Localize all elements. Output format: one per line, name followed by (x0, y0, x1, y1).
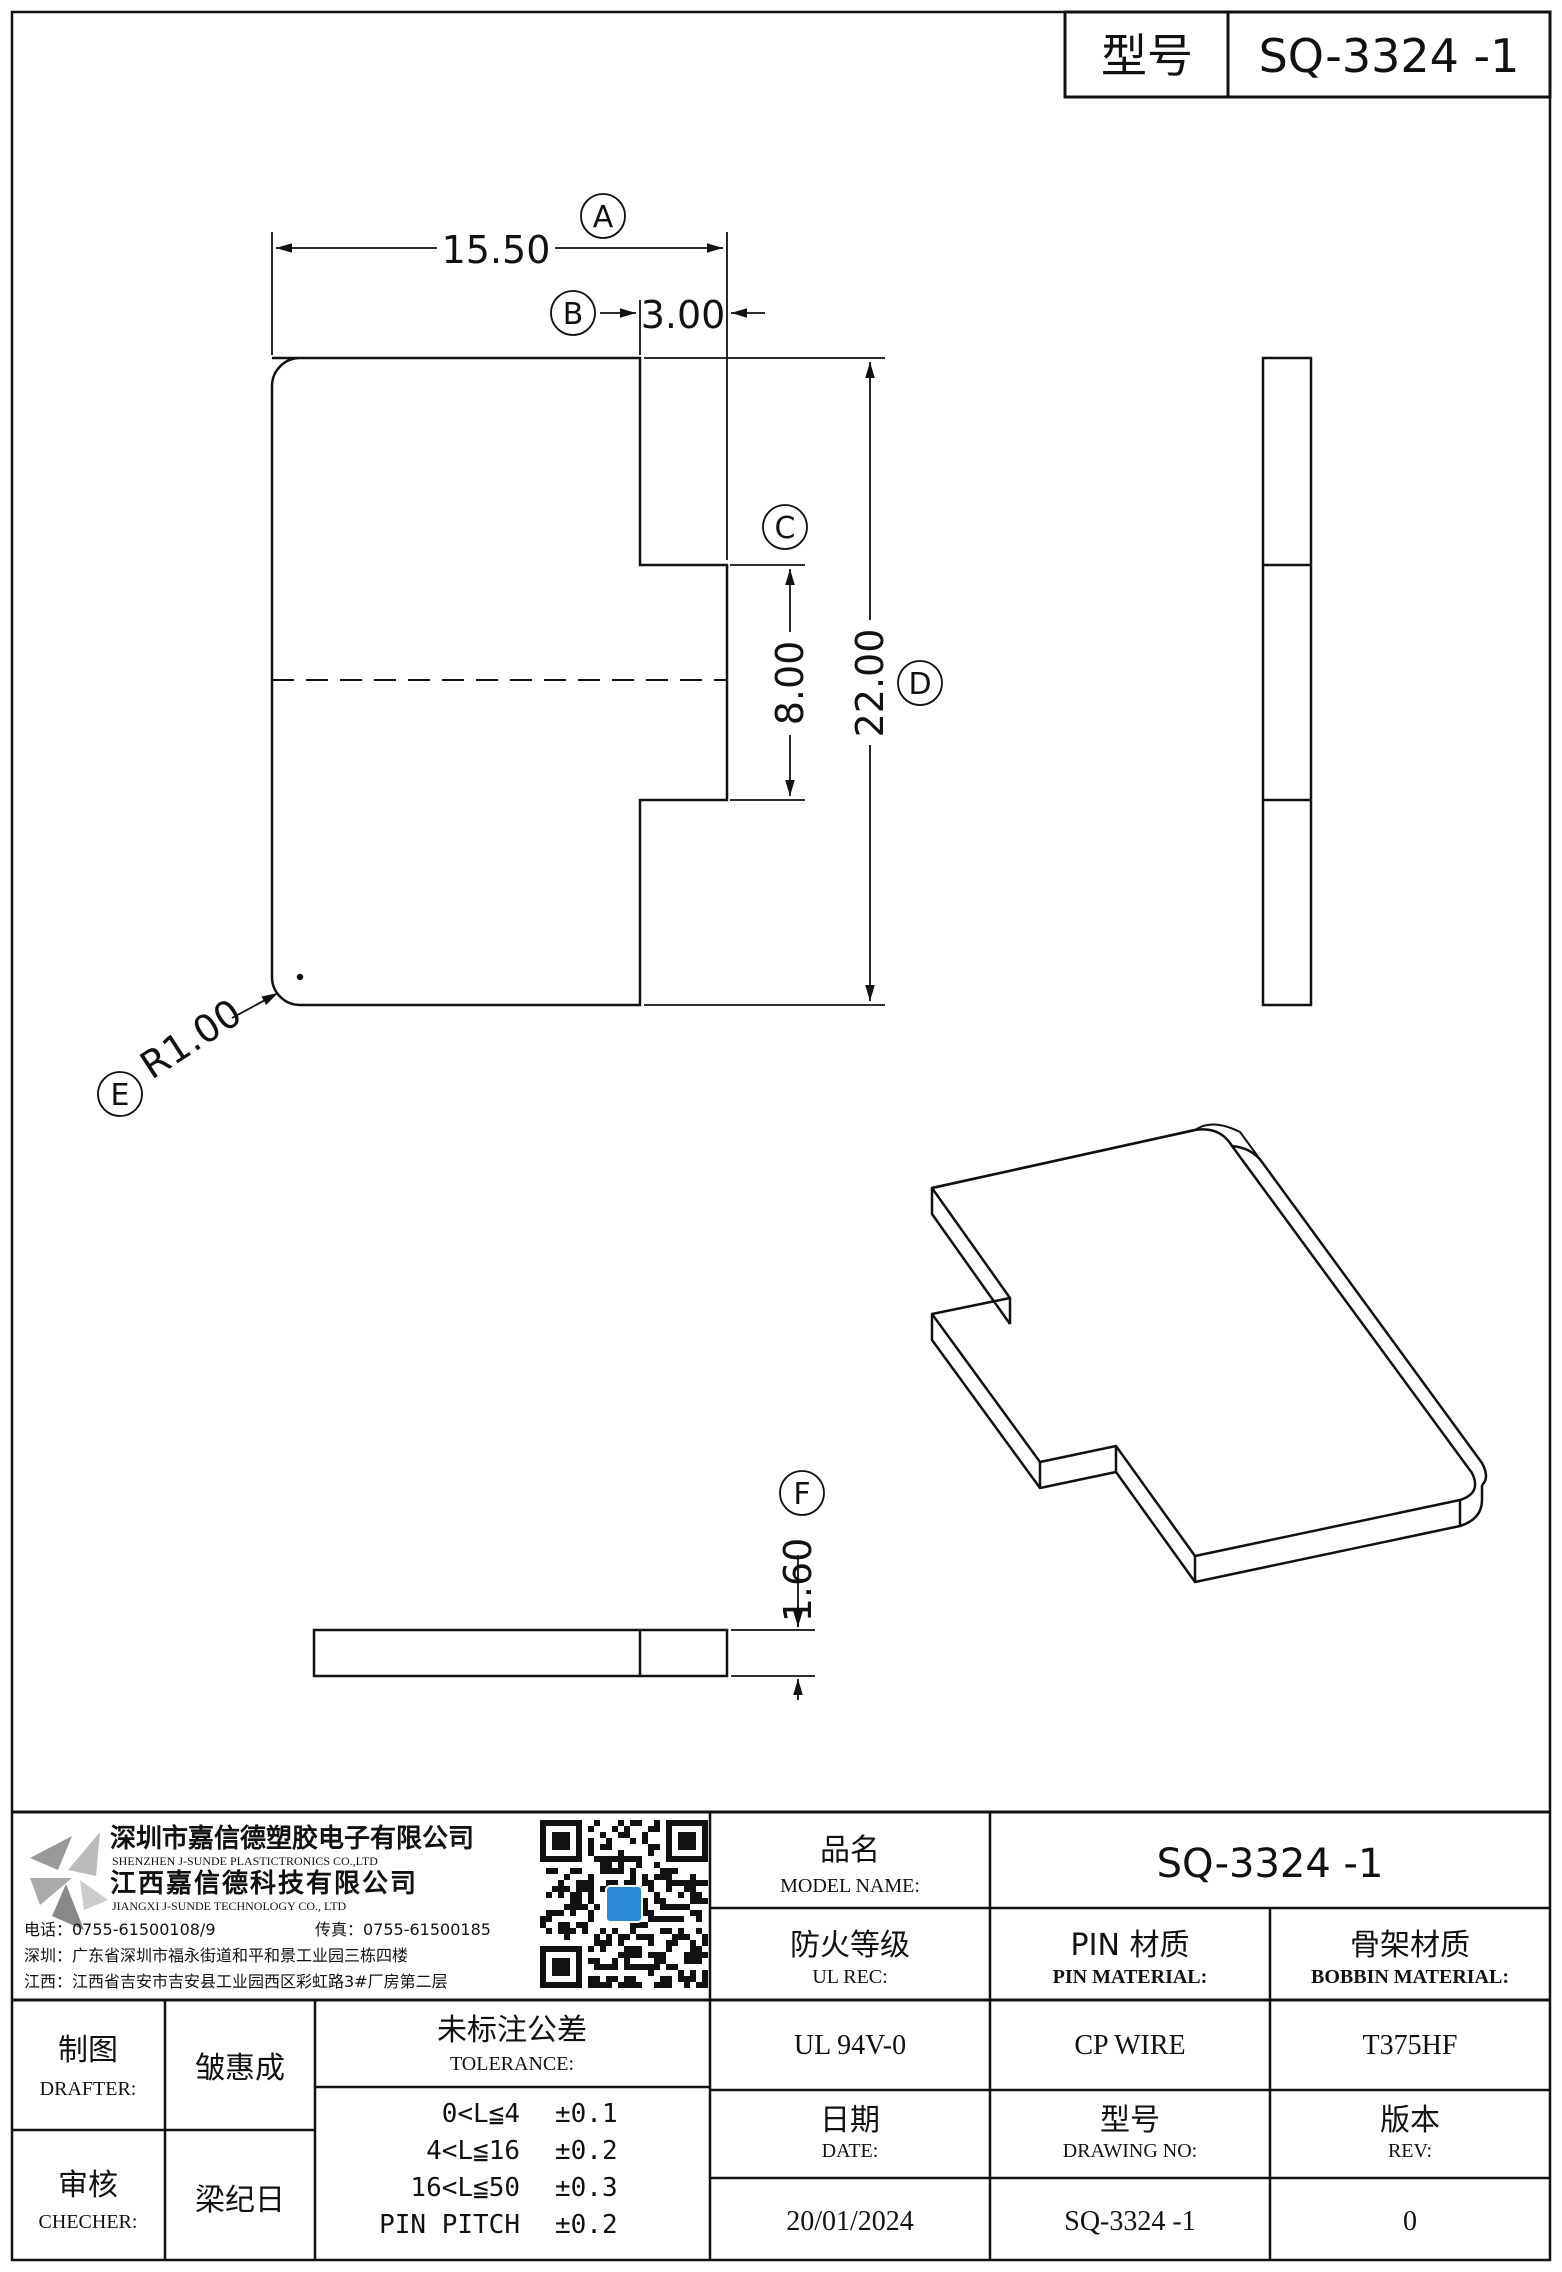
part-outline (270, 356, 729, 1007)
drafter-label-cn: 制图 (58, 2033, 118, 2068)
isometric-view (930, 1123, 1488, 1584)
dim-B: 3.00 B (550, 290, 765, 355)
date-label-cn: 日期 (820, 2103, 880, 2138)
tolerance-range: 16<L≦50 (410, 2173, 520, 2203)
drawing-value: SQ-3324 -1 (1064, 2206, 1195, 2237)
checker-name: 梁纪日 (195, 2183, 285, 2218)
dim-D-tag: D (908, 667, 931, 702)
tolerance-value: ±0.1 (555, 2099, 618, 2129)
dim-C: 8.00 C (730, 504, 812, 801)
company-phone: 电话：0755-61500108/9 (24, 1920, 216, 1939)
front-view (270, 356, 729, 1007)
tolerance-value: ±0.3 (555, 2173, 618, 2203)
drafter-name: 皱惠成 (195, 2051, 285, 2086)
side-view (1261, 356, 1313, 1007)
ul-label-en: UL REC: (812, 1966, 887, 1988)
pin-label-en: PIN MATERIAL: (1053, 1966, 1208, 1988)
dim-E-tag: E (111, 1078, 130, 1113)
company-addr-jx: 江西：江西省吉安市吉安县工业园西区彩虹路3#厂房第二层 (24, 1972, 448, 1991)
date-value: 20/01/2024 (786, 2206, 914, 2237)
drawing-label-cn: 型号 (1100, 2103, 1160, 2138)
bobbin-label-en: BOBBIN MATERIAL: (1311, 1966, 1509, 1988)
model-name-label-cn: 品名 (820, 1833, 880, 1868)
dim-D-value: 22.00 (848, 629, 892, 738)
model-name-value: SQ-3324 -1 (1157, 1841, 1384, 1887)
company-name-en: SHENZHEN J-SUNDE PLASTICTRONICS CO.,LTD (112, 1854, 378, 1868)
tolerance-range: 4<L≦16 (426, 2136, 520, 2166)
header-label: 型号 (1101, 29, 1193, 83)
company-logo (30, 1832, 108, 1930)
checker-label-en: CHECHER: (39, 2211, 138, 2233)
company-name-cn: 深圳市嘉信德塑胶电子有限公司 (110, 1823, 474, 1854)
dim-C-tag: C (775, 511, 796, 546)
header-model: SQ-3324 -1 (1259, 29, 1520, 83)
dim-A-value: 15.50 (442, 228, 551, 272)
pin-value: CP WIRE (1074, 2030, 1185, 2061)
dim-E: R1.00 E (97, 990, 279, 1117)
rev-label-cn: 版本 (1380, 2103, 1440, 2138)
dim-B-value: 3.00 (641, 293, 726, 337)
tolerance-range: 0<L≦4 (442, 2099, 520, 2129)
date-label-en: DATE: (822, 2140, 879, 2162)
ul-value: UL 94V-0 (794, 2030, 906, 2061)
drawing-label-en: DRAWING NO: (1063, 2140, 1198, 2162)
bobbin-label-cn: 骨架材质 (1350, 1928, 1470, 1963)
rev-label-en: REV: (1388, 2140, 1432, 2162)
dim-F: 1.60 F (731, 1470, 825, 1700)
model-name-label-en: MODEL NAME: (780, 1875, 920, 1897)
sheet-border (10, 10, 1552, 2262)
drafter-label-en: DRAFTER: (40, 2078, 137, 2100)
tolerance-label-en: TOLERANCE: (450, 2053, 574, 2075)
header-model-box: 型号 SQ-3324 -1 (1063, 10, 1552, 99)
title-block (12, 1810, 1550, 2260)
bottom-view (312, 1628, 729, 1678)
dim-F-value: 1.60 (776, 1538, 820, 1623)
dim-C-value: 8.00 (768, 641, 812, 726)
qr-code (540, 1820, 708, 1988)
dim-A: 15.50 A (271, 193, 728, 560)
dim-B-tag: B (563, 297, 584, 332)
dim-F-tag: F (793, 1477, 810, 1512)
bobbin-value: T375HF (1363, 2030, 1458, 2061)
dim-D: 22.00 D (644, 357, 943, 1006)
tolerance-label-cn: 未标注公差 (437, 2013, 587, 2048)
company-addr-sz: 深圳：广东省深圳市福永街道和平和景工业园三栋四楼 (24, 1946, 408, 1965)
company-fax: 传真：0755-61500185 (315, 1920, 491, 1939)
rev-value: 0 (1403, 2206, 1417, 2237)
ul-label-cn: 防火等级 (790, 1928, 910, 1963)
tolerance-range: PIN PITCH (379, 2210, 520, 2240)
dim-E-value: R1.00 (132, 990, 249, 1087)
checker-label-cn: 审核 (58, 2168, 118, 2203)
company2-name-en: JIANGXI J-SUNDE TECHNOLOGY CO., LTD (112, 1899, 347, 1913)
company2-name-cn: 江西嘉信德科技有限公司 (110, 1869, 418, 1899)
pin-label-cn: PIN 材质 (1071, 1928, 1190, 1963)
tolerance-value: ±0.2 (555, 2210, 618, 2240)
dim-A-tag: A (593, 200, 614, 235)
tolerance-value: ±0.2 (555, 2136, 618, 2166)
